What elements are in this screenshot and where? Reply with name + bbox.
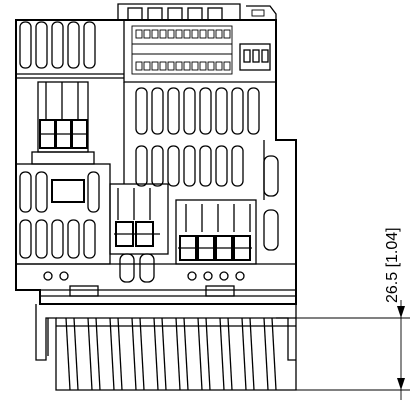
dimension-arrow-bottom — [397, 378, 405, 390]
left-terminal-block — [31, 81, 95, 165]
bottom-rail — [40, 271, 296, 297]
right-terminal-block — [175, 155, 279, 265]
center-terminal-block — [109, 183, 169, 283]
dimension-arrow-top — [397, 306, 405, 318]
top-header-connector — [117, 3, 277, 83]
dimension-label: 26.5 [1.04] — [384, 227, 401, 303]
top-left-vent-slots — [19, 21, 96, 69]
bottom-fins — [35, 304, 297, 391]
center-vent-slots — [123, 82, 265, 200]
left-lower-vent-slots — [15, 163, 111, 265]
dimension-annotation — [296, 300, 410, 400]
